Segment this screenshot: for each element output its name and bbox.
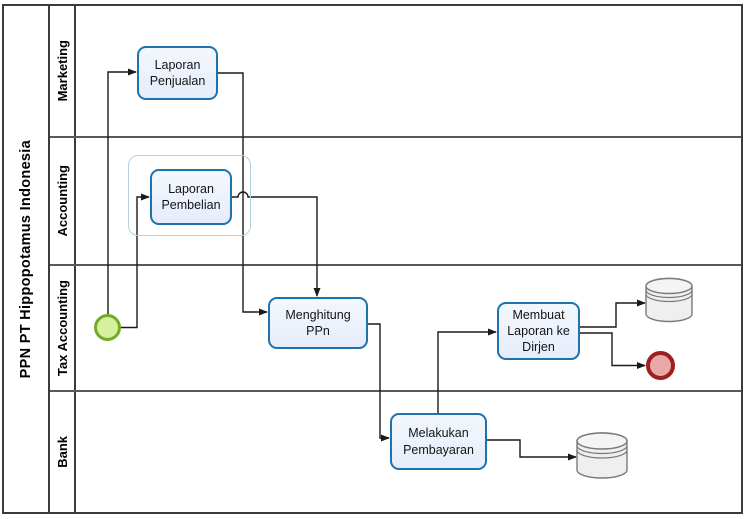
lane-tax-accounting: Tax Accounting — [50, 266, 741, 392]
lane-label-bank: Bank — [54, 436, 70, 468]
pool-title-cell: PPN PT Hippopotamus Indonesia — [4, 6, 50, 512]
lane-content-tax-accounting — [76, 266, 741, 390]
group-box-laporan-pembelian — [128, 155, 251, 236]
lane-label-cell: Accounting — [50, 138, 76, 264]
lane-marketing: Marketing — [50, 6, 741, 138]
end-event-icon[interactable] — [646, 351, 675, 380]
task-membuat-laporan-ke-dirjen[interactable]: Membuat Laporan ke Dirjen — [497, 302, 580, 360]
process-pool: PPN PT Hippopotamus Indonesia Marketing … — [2, 4, 743, 514]
task-melakukan-pembayaran[interactable]: Melakukan Pembayaran — [390, 413, 487, 470]
task-laporan-penjualan[interactable]: Laporan Penjualan — [137, 46, 218, 100]
task-menghitung-ppn[interactable]: Menghitung PPn — [268, 297, 368, 349]
lane-label-tax-accounting: Tax Accounting — [54, 279, 70, 377]
lane-label-marketing: Marketing — [54, 40, 70, 102]
lane-label-cell: Tax Accounting — [50, 266, 76, 390]
lane-bank: Bank — [50, 392, 741, 512]
lane-label-cell: Marketing — [50, 6, 76, 136]
start-event-icon[interactable] — [94, 314, 121, 341]
task-laporan-pembelian[interactable]: Laporan Pembelian — [150, 169, 232, 225]
lanes-container: Marketing Accounting Tax Accounting Bank — [50, 6, 741, 512]
lane-label-accounting: Accounting — [54, 165, 70, 237]
pool-title: PPN PT Hippopotamus Indonesia — [18, 139, 34, 379]
lane-label-cell: Bank — [50, 392, 76, 512]
lane-accounting: Accounting — [50, 138, 741, 266]
